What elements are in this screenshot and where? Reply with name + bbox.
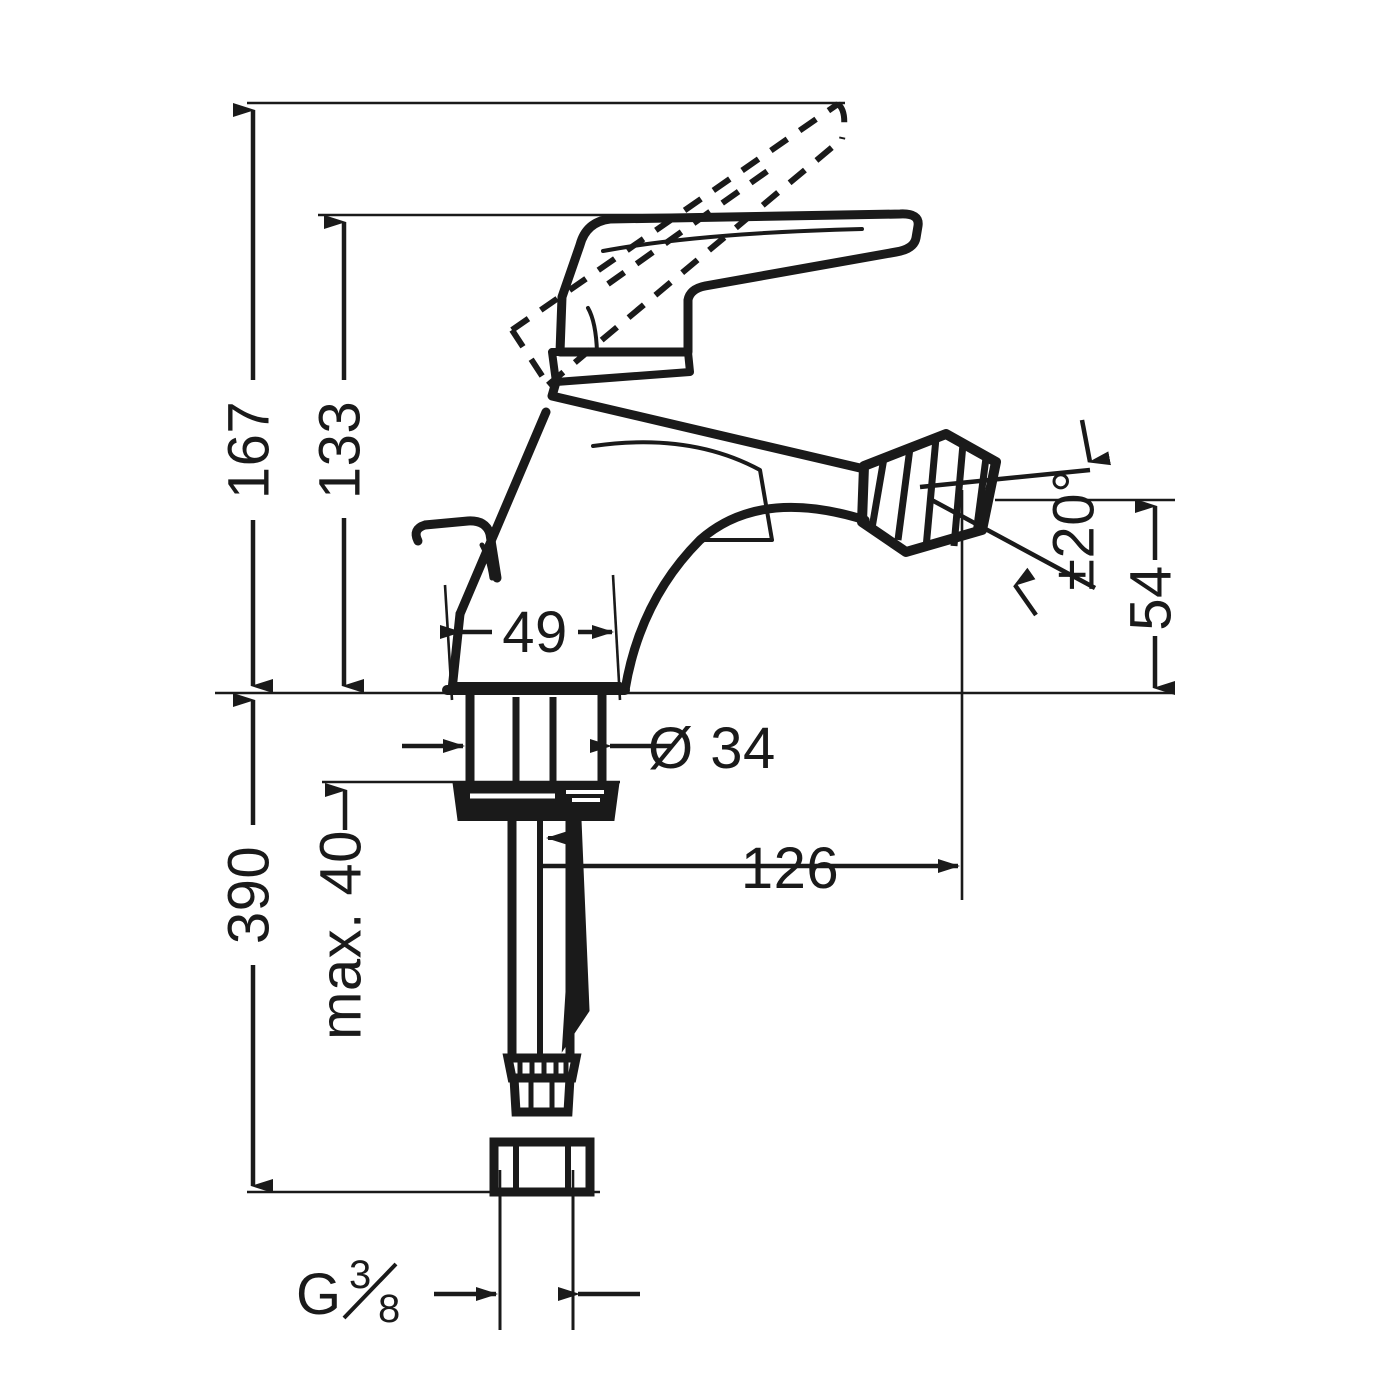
g38-numerator: 3 — [349, 1253, 371, 1297]
mounting-shank — [452, 693, 620, 821]
lever-raised-dashed — [509, 101, 848, 388]
hose-collar — [502, 1053, 582, 1117]
dim-max40-label: max. 40 — [308, 830, 373, 1040]
g38-denominator: 8 — [378, 1287, 400, 1331]
dim-swivel-angle-label: ±20° — [1041, 469, 1106, 591]
popup-waste-rod — [411, 516, 502, 583]
dim-d34-label: Ø 34 — [648, 716, 776, 781]
threaded-tail — [507, 816, 590, 1060]
dim-g38-label: G 3 8 — [296, 1253, 400, 1331]
dim-167-label: 167 — [216, 401, 281, 499]
dimension-126 — [537, 820, 960, 873]
faucet-body-outline — [442, 209, 923, 695]
g38-letter: G — [296, 1262, 342, 1327]
dim-49-label: 49 — [502, 600, 568, 665]
dim-126-label: 126 — [741, 836, 839, 901]
dim-390-label: 390 — [216, 846, 281, 944]
dim-133-label: 133 — [307, 401, 372, 499]
hex-nut-connector — [489, 1137, 595, 1330]
aerator-outlet — [857, 429, 1001, 557]
dimension-swivel-angle — [919, 419, 1111, 617]
dim-54-label: 54 — [1118, 565, 1183, 631]
